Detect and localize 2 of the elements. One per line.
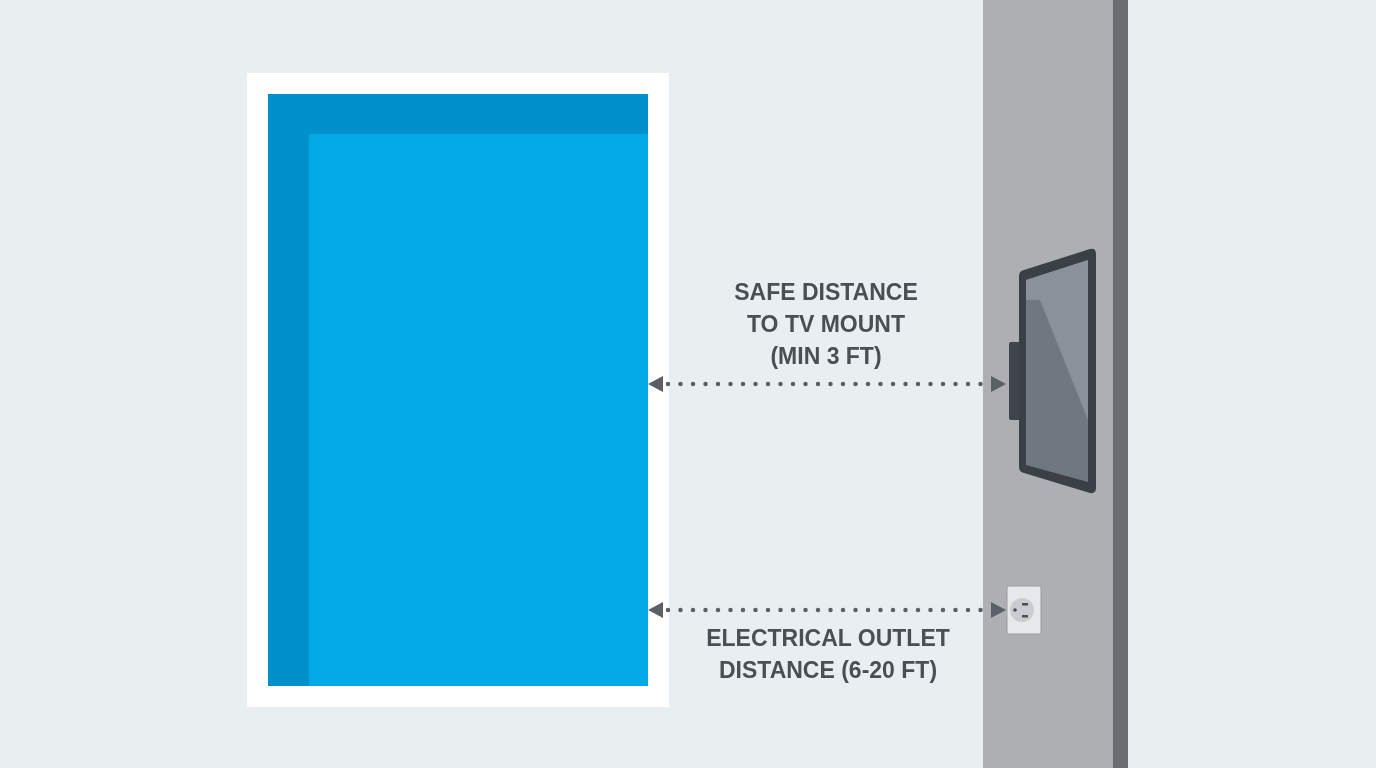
- dimension-label: SAFE DISTANCE TO TV MOUNT (MIN 3 FT): [733, 278, 919, 371]
- dimension-label: ELECTRICAL OUTLET DISTANCE (6-20 FT): [705, 624, 951, 685]
